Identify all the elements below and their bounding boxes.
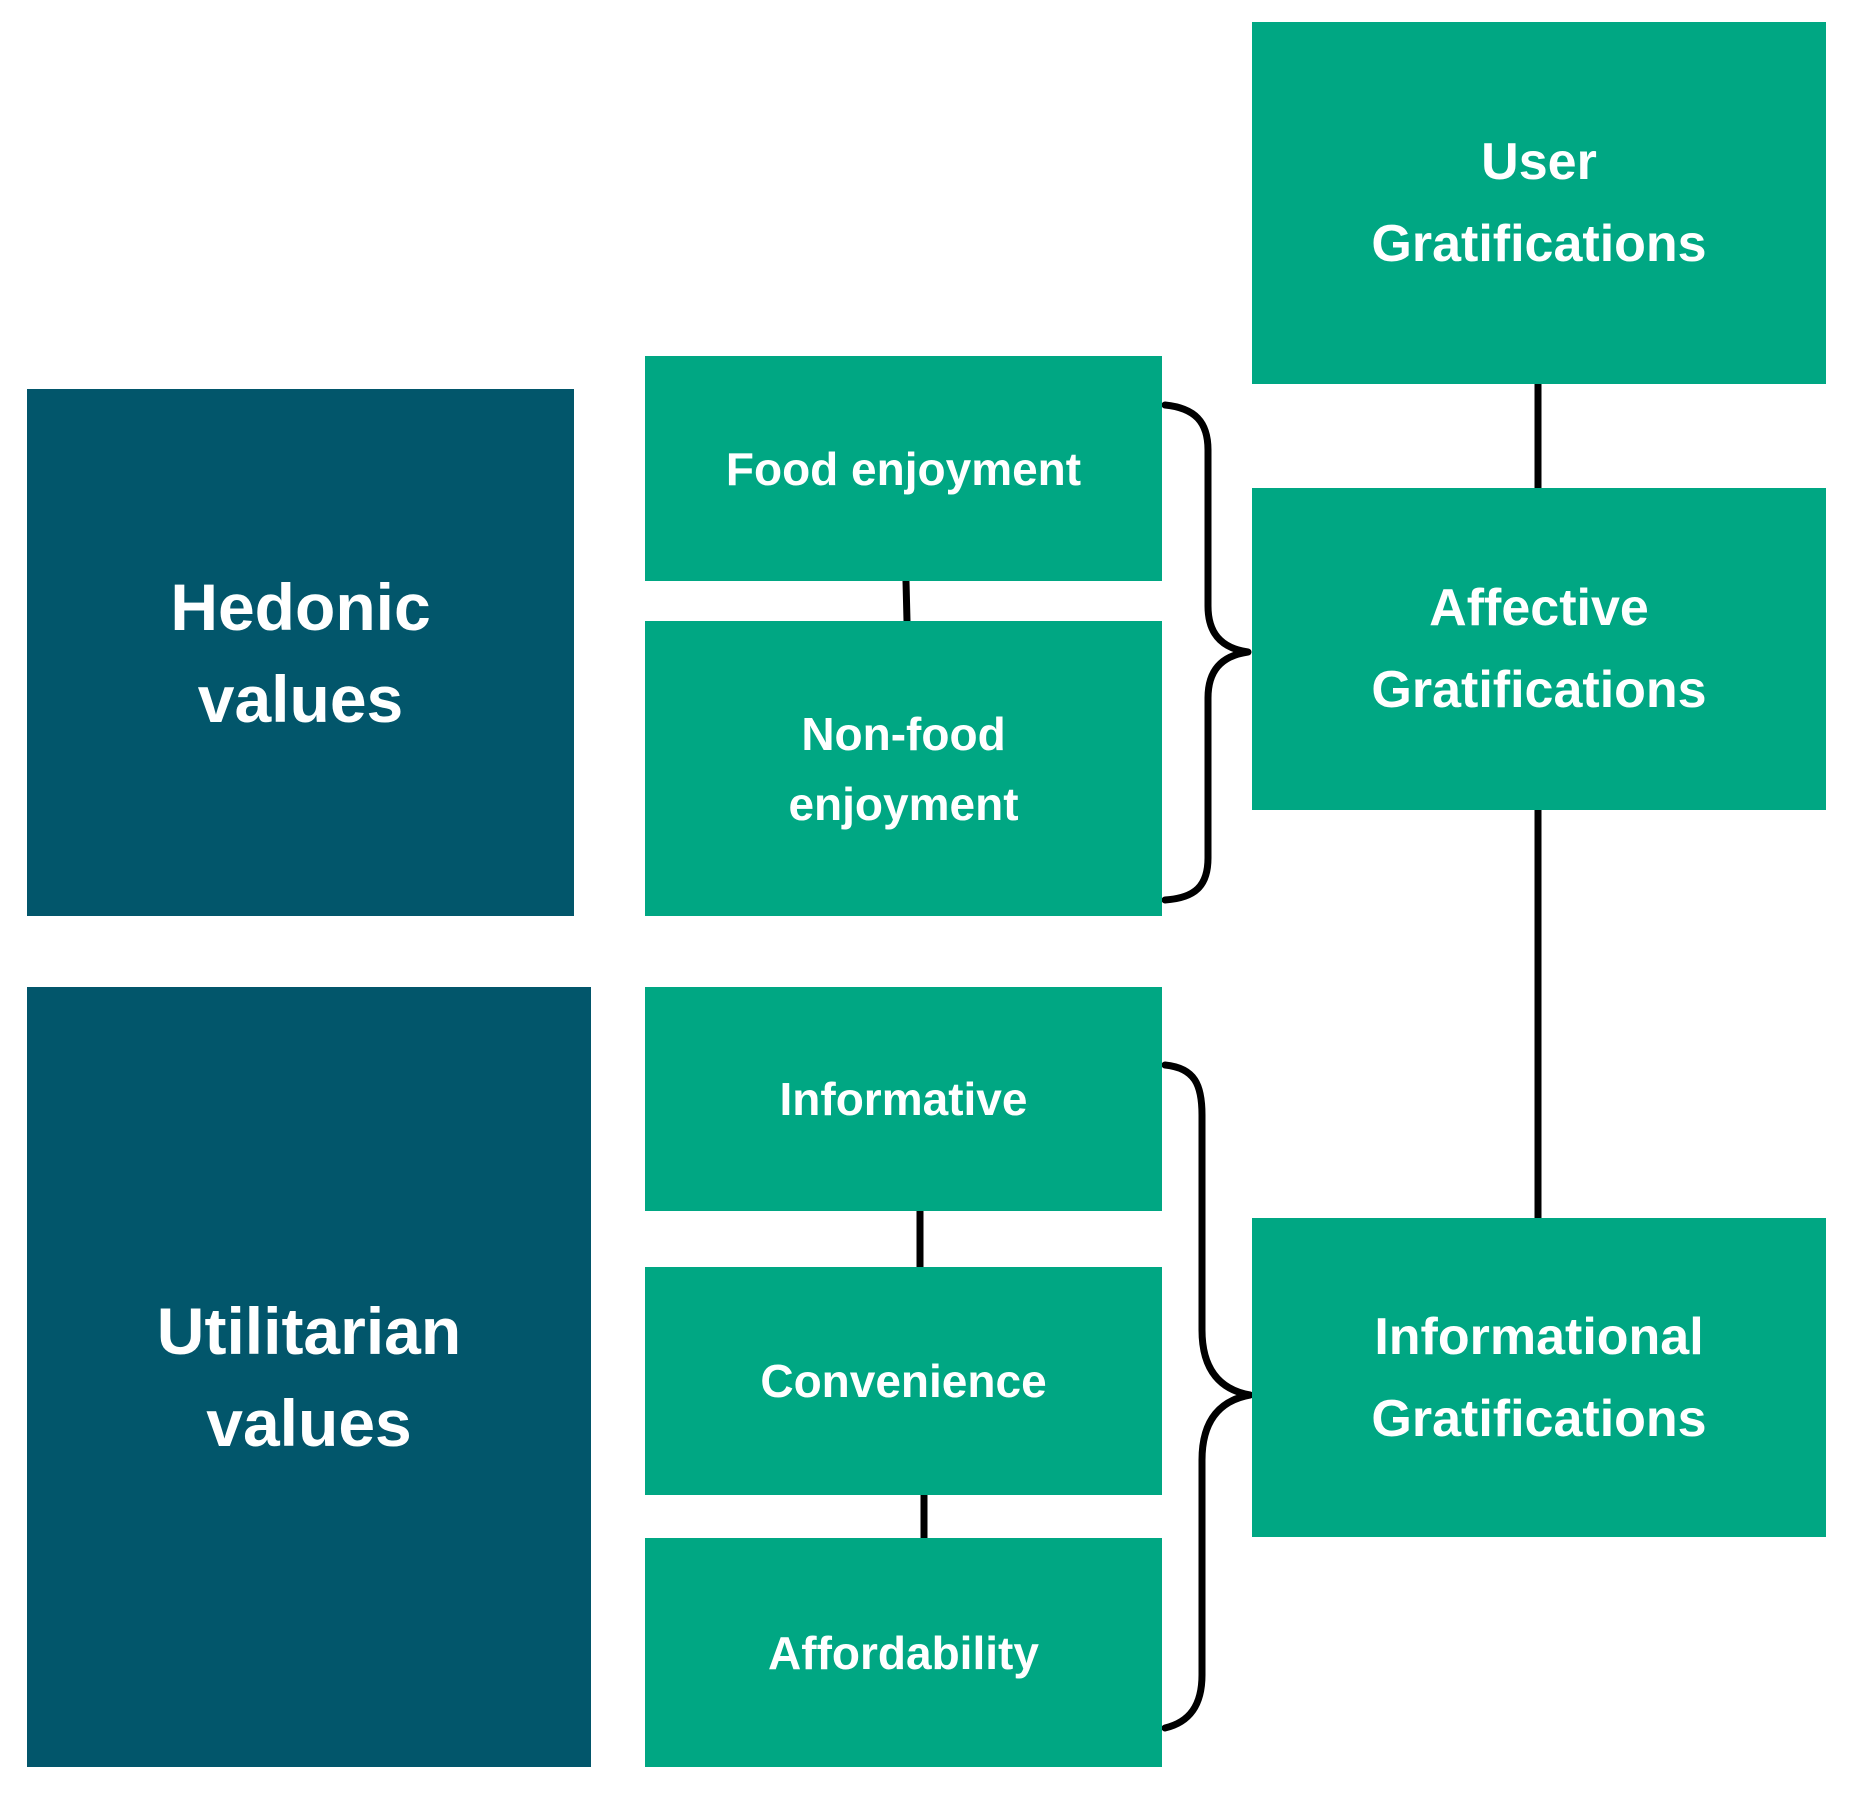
convenience-box: Convenience — [645, 1267, 1162, 1495]
utilitarian-values-box: Utilitarian values — [27, 987, 591, 1767]
utilitarian-values-line-2: values — [206, 1386, 412, 1460]
hedonic-values-box: Hedonic values — [27, 389, 574, 916]
affordability-box: Affordability — [645, 1538, 1162, 1767]
affective-gratifications-line-2: Gratifications — [1371, 661, 1707, 719]
food-enjoyment-box: Food enjoyment — [645, 356, 1162, 581]
affective-gratifications-line-1: Affective — [1429, 579, 1649, 637]
non-food-enjoyment-line-2: enjoyment — [788, 777, 1019, 830]
user-gratifications-line-2: Gratifications — [1371, 215, 1707, 273]
brace-utilitarian — [1161, 1061, 1254, 1732]
informative-box: Informative — [645, 987, 1162, 1211]
hedonic-values-line-1: Hedonic — [170, 569, 431, 644]
user-gratifications-box: User Gratifications — [1252, 22, 1826, 384]
non-food-enjoyment-line-1: Non-food — [801, 707, 1006, 760]
utilitarian-values-line-1: Utilitarian — [156, 1294, 462, 1368]
food-enjoyment-label: Food enjoyment — [725, 442, 1082, 495]
brace-hedonic — [1161, 401, 1252, 904]
convenience-label: Convenience — [760, 1355, 1047, 1407]
affordability-label: Affordability — [768, 1626, 1039, 1679]
connector-food-to-nonfood — [902, 577, 911, 625]
informational-gratifications-line-1: Informational — [1374, 1307, 1704, 1366]
informative-label: Informative — [779, 1073, 1028, 1125]
user-gratifications-line-1: User — [1481, 133, 1597, 191]
non-food-enjoyment-box: Non-food enjoyment — [645, 621, 1162, 916]
hedonic-values-line-2: values — [197, 661, 404, 736]
informational-gratifications-box: Informational Gratifications — [1252, 1218, 1826, 1537]
informational-gratifications-line-2: Gratifications — [1371, 1389, 1707, 1448]
affective-gratifications-box: Affective Gratifications — [1252, 488, 1826, 810]
